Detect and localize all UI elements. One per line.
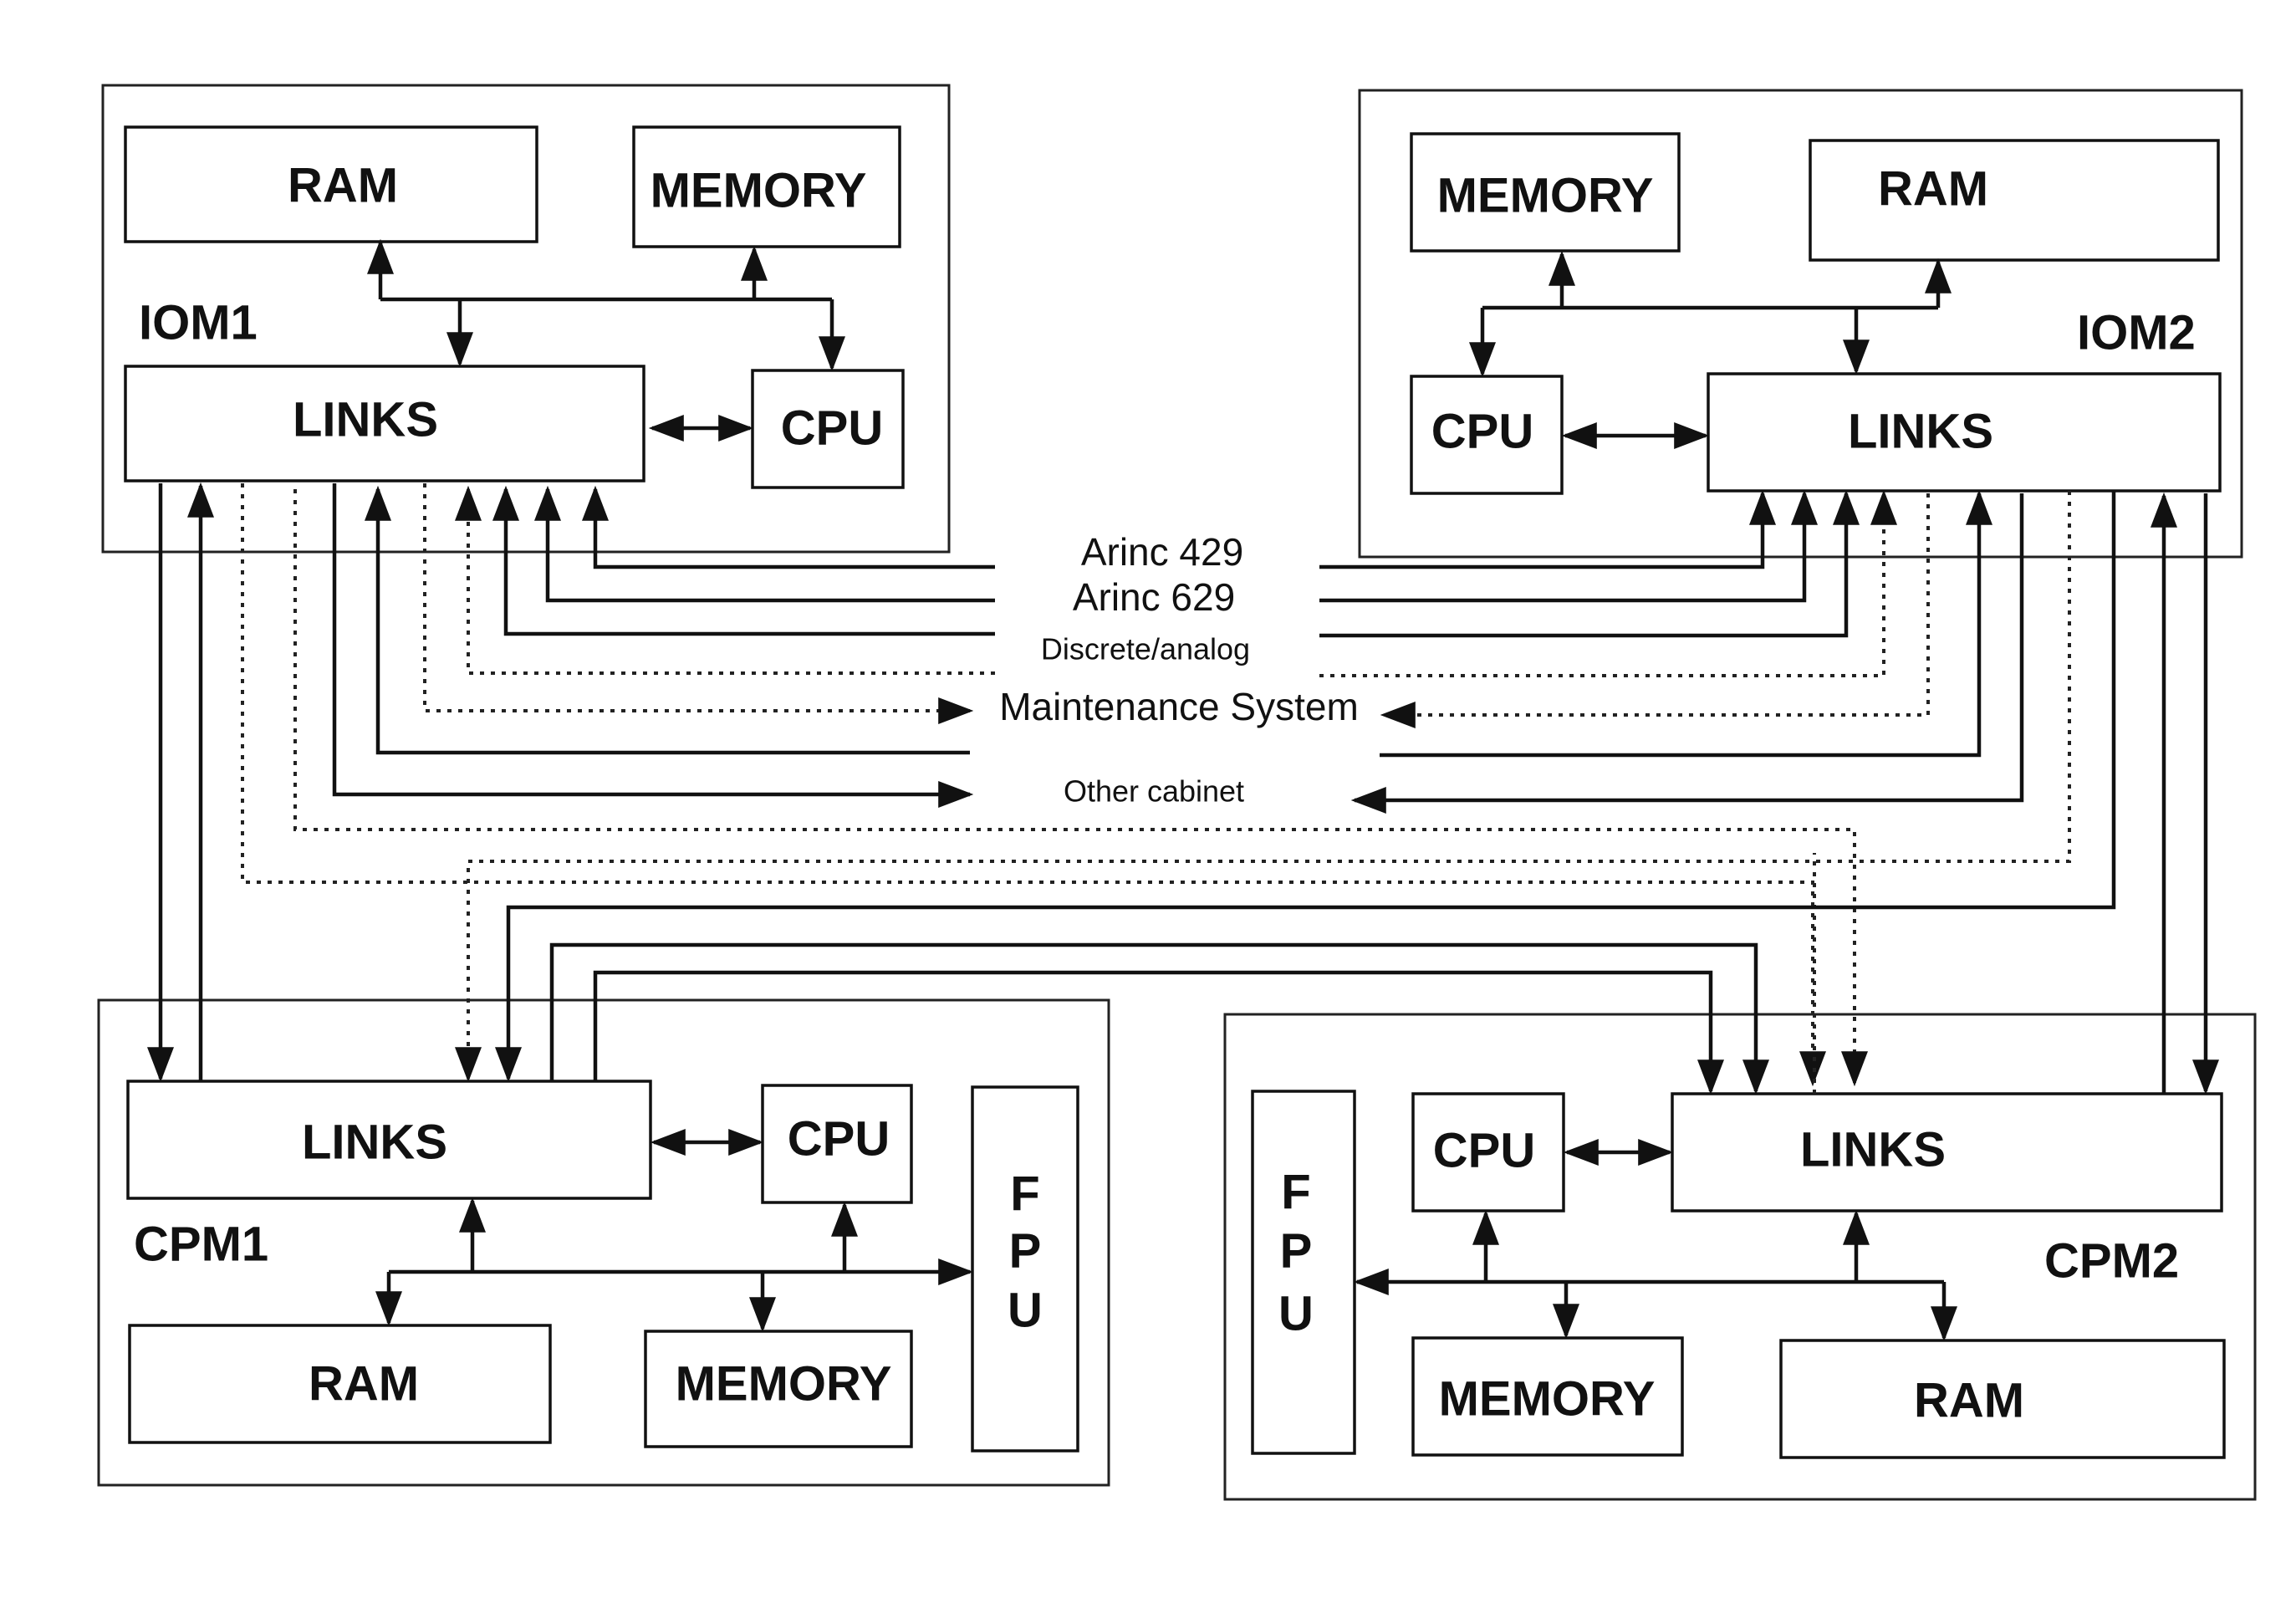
arinc-629-label: Arinc 629 xyxy=(1073,575,1235,619)
iom1-discrete-line xyxy=(506,489,995,634)
cpm1-memory-block: MEMORY xyxy=(645,1331,911,1447)
cpm2-module: F P U CPU LINKS CPM2 MEMORY RAM xyxy=(1225,1014,2255,1499)
cpm1-links-block: LINKS xyxy=(128,1081,651,1198)
iom2-memory-block: MEMORY xyxy=(1411,134,1679,251)
discrete-analog-label: Discrete/analog xyxy=(1041,632,1250,666)
other-cabinet-label: Other cabinet xyxy=(1064,774,1244,809)
iom1-cpu-block: CPU xyxy=(753,370,903,488)
iom2-to-cpm1-dotted-line xyxy=(468,491,2069,1079)
cpm1-to-cpm2-line xyxy=(552,945,1756,1091)
cpm2-ram-block: RAM xyxy=(1781,1340,2224,1458)
iom1-links-block: LINKS xyxy=(125,366,644,481)
cpm2-cpu-label: CPU xyxy=(1433,1124,1535,1178)
cpm1-fpu-block: F P U xyxy=(972,1087,1078,1451)
iom1-ram-block: RAM xyxy=(125,127,537,242)
iom2-external-links xyxy=(1319,493,2022,800)
iom1-cpm1-links xyxy=(161,483,201,1081)
iom1-to-cpm2-dotted-line-2 xyxy=(242,483,1813,1083)
iom1-internal-bus xyxy=(380,243,832,428)
iom2-to-cpm1-line xyxy=(508,491,2114,1079)
iom2-discrete-line xyxy=(1319,493,1846,636)
iom2-links-block: LINKS xyxy=(1708,374,2220,491)
cpm2-cpu-block: CPU xyxy=(1413,1094,1564,1211)
cpm2-fpu-letter-p: P xyxy=(1280,1224,1313,1279)
iom2-module: MEMORY RAM IOM2 CPU LINKS xyxy=(1360,90,2242,557)
cpm1-fpu-letter-f: F xyxy=(1010,1167,1039,1222)
cpm1-module: LINKS CPU F P U CPM1 RAM MEMORY xyxy=(99,1000,1109,1485)
cpm1-module-label: CPM1 xyxy=(134,1218,268,1272)
iom1-arinc629-line xyxy=(548,489,995,600)
cpm2-links-label: LINKS xyxy=(1800,1123,1946,1177)
cpm1-fpu-letter-p: P xyxy=(1009,1224,1042,1279)
iom1-other-cabinet-out-line xyxy=(334,483,970,794)
iom2-cpu-block: CPU xyxy=(1411,376,1562,493)
iom2-links-label: LINKS xyxy=(1848,405,1993,459)
cpm2-links-block: LINKS xyxy=(1672,1094,2222,1211)
iom1-external-links xyxy=(334,483,995,794)
iom2-memory-label: MEMORY xyxy=(1437,169,1654,223)
cpm1-internal-bus xyxy=(389,1142,970,1329)
cpm2-fpu-block: F P U xyxy=(1253,1091,1355,1453)
iom2-cpu-label: CPU xyxy=(1431,405,1533,459)
cpm1-cpu-label: CPU xyxy=(788,1112,890,1167)
iom2-module-label: IOM2 xyxy=(2077,306,2196,360)
iom1-memory-label: MEMORY xyxy=(651,164,867,218)
cpm1-memory-label: MEMORY xyxy=(676,1357,892,1412)
arinc-429-label: Arinc 429 xyxy=(1081,530,1243,574)
cpm2-memory-block: MEMORY xyxy=(1413,1338,1682,1455)
iom2-arinc629-line xyxy=(1319,493,1804,600)
cpm1-to-cpm2-line-2 xyxy=(595,973,1711,1091)
cpm2-memory-label: MEMORY xyxy=(1439,1372,1656,1427)
iom2-ram-label: RAM xyxy=(1878,162,1988,217)
cpm1-fpu-letter-u: U xyxy=(1008,1284,1043,1338)
iom1-memory-block: MEMORY xyxy=(634,127,900,247)
cpm1-ram-block: RAM xyxy=(130,1325,550,1442)
cpm2-ram-label: RAM xyxy=(1914,1374,2024,1428)
iom2-ram-block: RAM xyxy=(1810,140,2218,260)
iom1-module: RAM MEMORY IOM1 LINKS CPU xyxy=(103,85,949,552)
iom1-arinc429-line xyxy=(595,489,995,567)
cpm1-cpu-block: CPU xyxy=(763,1085,911,1202)
iom2-maintenance-in-line xyxy=(1319,493,1884,676)
iom1-module-label: IOM1 xyxy=(139,296,258,350)
cpm2-internal-bus xyxy=(1357,1152,1944,1338)
maintenance-system-label: Maintenance System xyxy=(999,685,1359,728)
cpm1-ram-label: RAM xyxy=(309,1357,419,1412)
cpm2-module-label: CPM2 xyxy=(2044,1234,2179,1289)
cpm2-fpu-letter-f: F xyxy=(1281,1166,1310,1220)
cpm2-fpu-letter-u: U xyxy=(1278,1287,1314,1341)
iom1-cpu-label: CPU xyxy=(781,401,883,456)
iom1-ram-label: RAM xyxy=(288,159,398,213)
iom2-cpm2-links xyxy=(2164,493,2206,1094)
cpm1-links-label: LINKS xyxy=(302,1116,447,1170)
iom1-links-label: LINKS xyxy=(293,393,438,447)
